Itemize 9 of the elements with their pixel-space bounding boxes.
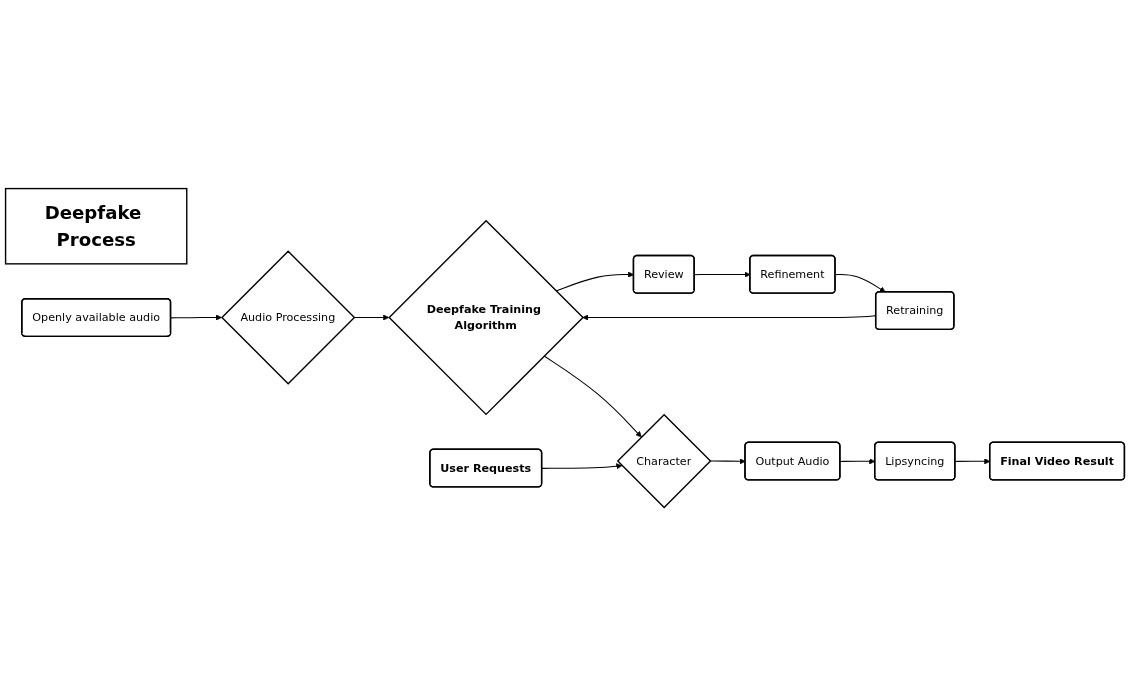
node-box: Deepfake Process bbox=[4, 187, 188, 265]
arrow bbox=[541, 463, 623, 470]
arrow bbox=[170, 314, 222, 321]
node-diamond: Audio Processing bbox=[220, 250, 356, 385]
arrow bbox=[834, 274, 886, 293]
node-diamond: Character bbox=[616, 413, 712, 509]
arrow bbox=[543, 355, 642, 438]
node-diamond: Deepfake Training Algorithm bbox=[388, 219, 584, 416]
arrow bbox=[353, 314, 390, 321]
